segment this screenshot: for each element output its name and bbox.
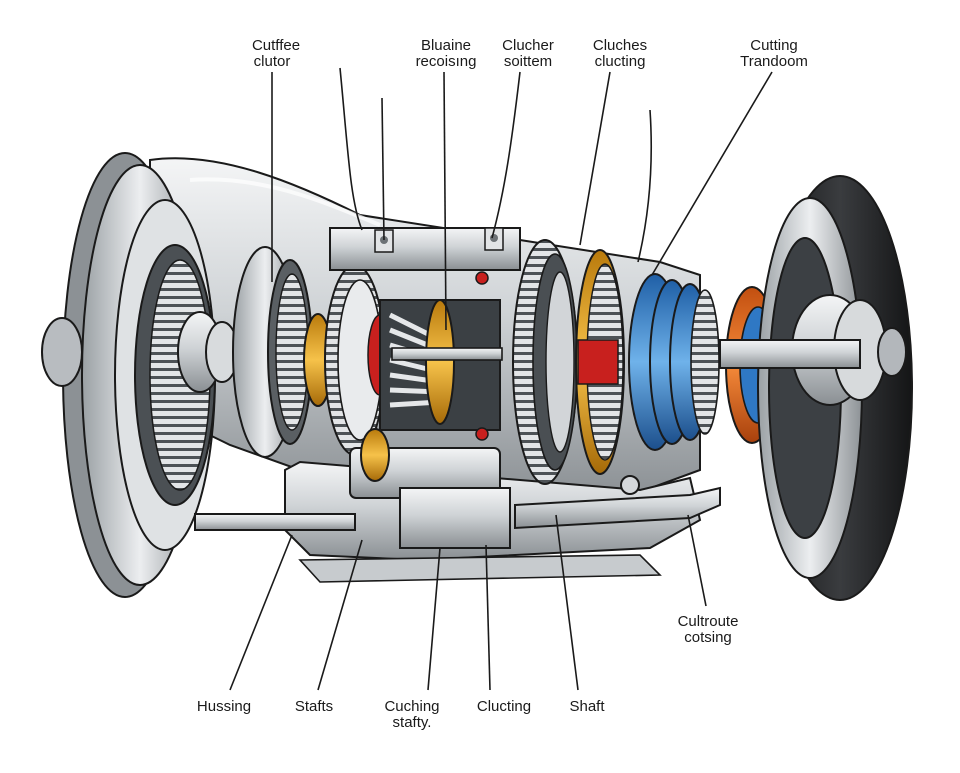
leader-cluches-2 bbox=[637, 109, 653, 263]
leader-cutting bbox=[651, 71, 773, 276]
leader-cluches bbox=[579, 71, 611, 246]
label-hussing: Hussing bbox=[197, 698, 251, 715]
leader-bluaine bbox=[443, 71, 447, 331]
second-gear-pack bbox=[575, 249, 625, 475]
leader-cuching bbox=[427, 547, 441, 691]
left-hub bbox=[177, 311, 239, 393]
leader-hussing bbox=[229, 534, 293, 691]
label-cuching-line2: stafty. bbox=[393, 714, 432, 731]
right-wheel bbox=[757, 175, 913, 601]
gear-cluster bbox=[379, 299, 503, 431]
output-shaft bbox=[719, 339, 861, 369]
leader-shaft bbox=[555, 514, 579, 691]
blue-clutch-pack bbox=[628, 273, 720, 451]
label-clucher-line2: soittem bbox=[504, 53, 552, 70]
label-cluches-line2: clucting bbox=[595, 53, 646, 70]
leader-aux bbox=[339, 67, 363, 231]
label-bluaine-line2: recoisıng bbox=[416, 53, 477, 70]
label-bluaine-line1: Bluaine bbox=[421, 37, 471, 54]
center-gear-disc bbox=[512, 239, 578, 485]
label-shaft: Shaft bbox=[569, 698, 605, 715]
lower-shaft-rod bbox=[194, 428, 721, 549]
label-cluches-line1: Cluches bbox=[593, 37, 647, 54]
label-cultroute-line2: cotsing bbox=[684, 629, 732, 646]
callout-labels: Cutffee clutor Bluaine recoisıng Clucher… bbox=[197, 37, 808, 731]
label-clucher-line1: Clucher bbox=[502, 37, 554, 54]
leader-lines bbox=[229, 67, 773, 691]
label-cultroute-line1: Cultroute bbox=[678, 613, 739, 630]
label-cutfee-line2: clutor bbox=[254, 53, 291, 70]
label-cuching-line1: Cuching bbox=[384, 698, 439, 715]
label-clucting: Clucting bbox=[477, 698, 531, 715]
label-cutting-line2: Trandoom bbox=[740, 53, 808, 70]
leader-clucting bbox=[485, 544, 491, 691]
label-cutfee-line1: Cutffee bbox=[252, 37, 300, 54]
leader-clucher bbox=[491, 71, 521, 239]
leader-stafts bbox=[317, 539, 363, 691]
label-cutting-line1: Cutting bbox=[750, 37, 798, 54]
leader-aux-2 bbox=[381, 97, 385, 241]
upper-bracket bbox=[329, 227, 521, 441]
label-stafts: Stafts bbox=[295, 698, 333, 715]
leader-cultroute bbox=[687, 514, 707, 607]
